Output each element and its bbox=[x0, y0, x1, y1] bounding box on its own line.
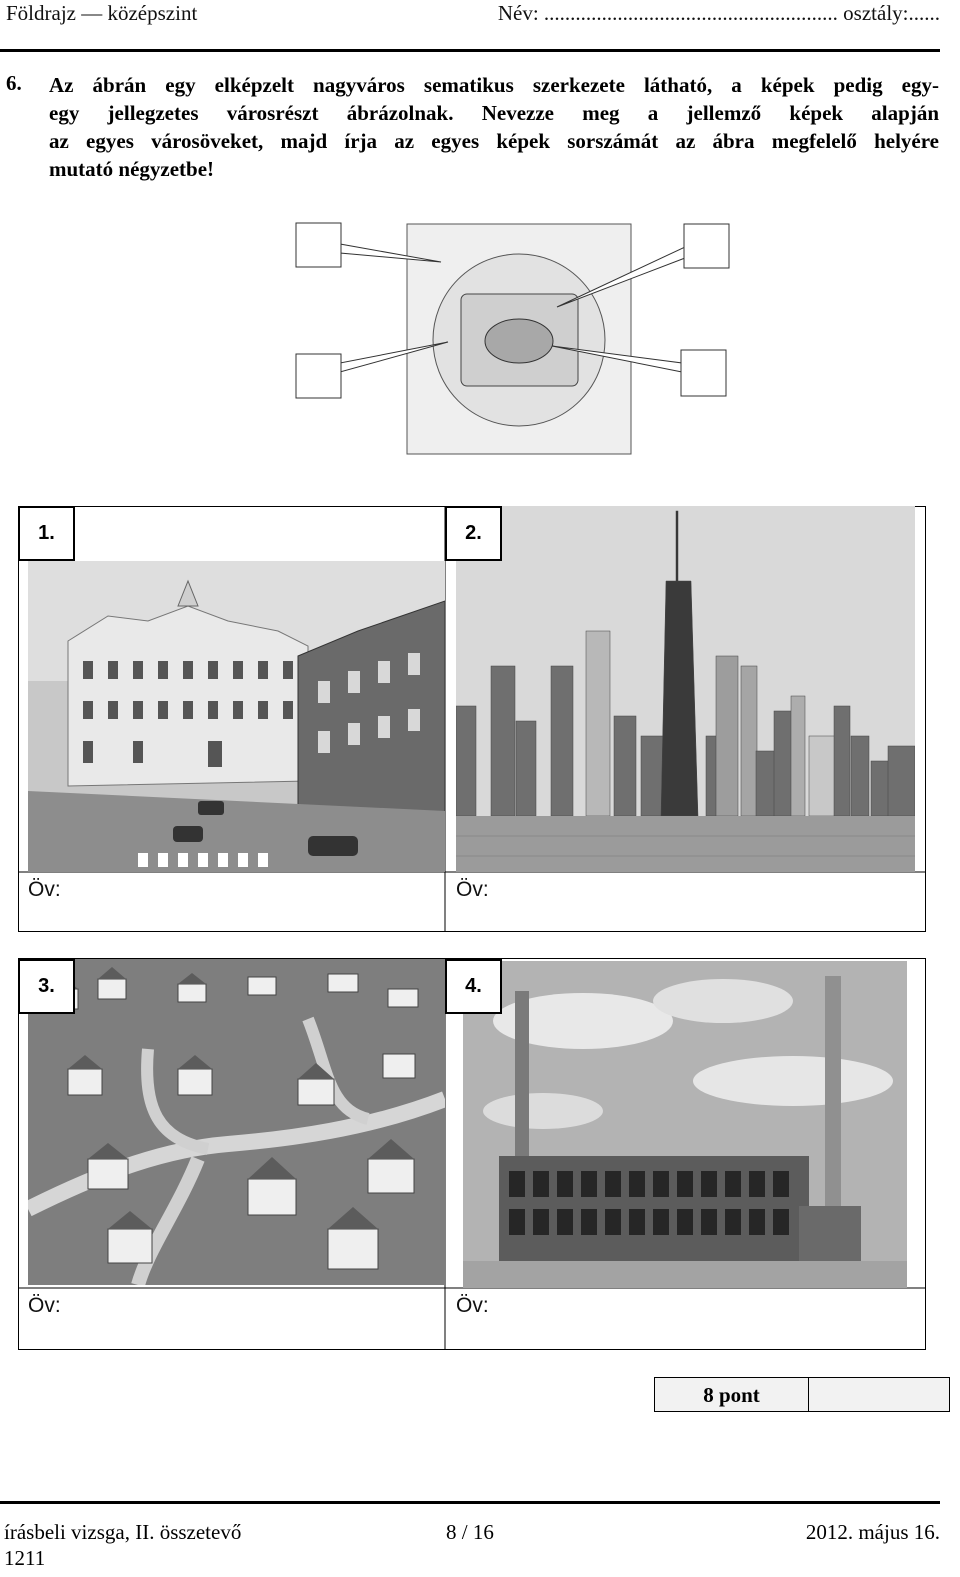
photo-4-industrial-zone bbox=[463, 961, 907, 1288]
header-subject: Földrajz — középszint bbox=[6, 1, 198, 25]
question-line: Az ábrán egy elképzelt nagyváros sematik… bbox=[49, 73, 939, 97]
photo-number-3: 3. bbox=[18, 959, 75, 1014]
photo-number-4: 4. bbox=[445, 959, 502, 1014]
photo-2-business-district bbox=[456, 506, 915, 872]
inner-zone bbox=[460, 293, 579, 387]
question-number: 6. bbox=[6, 71, 22, 95]
zone-answer-field-2[interactable] bbox=[508, 873, 924, 930]
photo-zone-label-3: Öv: bbox=[28, 1294, 61, 1317]
points-score-field[interactable] bbox=[809, 1378, 949, 1411]
answer-box-top-left[interactable] bbox=[295, 222, 342, 268]
photo-3-suburbs bbox=[28, 959, 445, 1285]
zone-answer-field-4[interactable] bbox=[508, 1289, 924, 1348]
header-name-class-fields: Név: ...................................… bbox=[497, 1, 940, 25]
header-rule bbox=[0, 49, 940, 52]
footer-code: 1211 bbox=[4, 1546, 46, 1570]
points-label: 8 pont bbox=[655, 1378, 809, 1411]
pointer-top-left bbox=[339, 243, 442, 263]
question-line: mutató négyzetbe! bbox=[49, 157, 215, 181]
footer-date: 2012. május 16. bbox=[805, 1520, 940, 1544]
photo-zone-label-1: Öv: bbox=[28, 878, 61, 901]
photo-number-1: 1. bbox=[18, 506, 75, 561]
footer-page-number: 8 / 16 bbox=[446, 1520, 494, 1544]
photo-number-2: 2. bbox=[445, 506, 502, 561]
answer-box-top-right[interactable] bbox=[683, 223, 730, 269]
question-line: az egyes városöveket, majd írja az egyes… bbox=[49, 129, 939, 153]
zone-answer-field-3[interactable] bbox=[78, 1289, 444, 1348]
answer-box-bottom-right[interactable] bbox=[680, 349, 727, 397]
suburban-ring-zone bbox=[432, 253, 606, 427]
photo-1-downtown bbox=[28, 561, 445, 872]
points-box: 8 pont bbox=[654, 1377, 950, 1412]
footer-exam-part: írásbeli vizsga, II. összetevő bbox=[4, 1520, 242, 1544]
photo-grid: 1. Öv: bbox=[18, 506, 926, 1350]
photo-zone-label-2: Öv: bbox=[456, 878, 489, 901]
outer-zone bbox=[406, 223, 632, 455]
pointer-bottom-right bbox=[551, 345, 683, 373]
zone-answer-field-1[interactable] bbox=[78, 873, 444, 930]
question-text: Az ábrán egy elképzelt nagyváros sematik… bbox=[49, 71, 939, 183]
city-center-zone bbox=[484, 318, 554, 364]
question-line: egy jellegzetes városrészt ábrázolnak. N… bbox=[49, 101, 939, 125]
footer-rule bbox=[0, 1501, 940, 1504]
pointer-top-right bbox=[556, 246, 686, 308]
pointer-bottom-left bbox=[339, 341, 449, 373]
photo-zone-label-4: Öv: bbox=[456, 1294, 489, 1317]
answer-box-bottom-left[interactable] bbox=[295, 353, 342, 399]
